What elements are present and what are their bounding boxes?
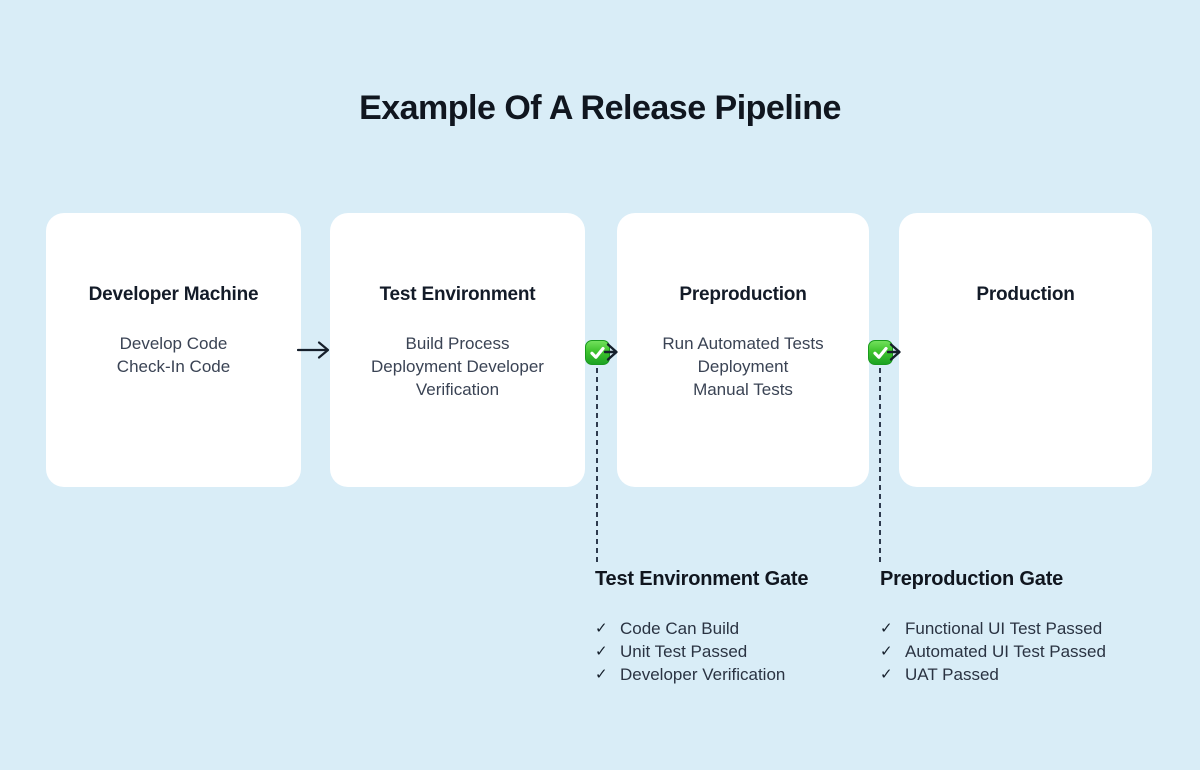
gate-check-item: ✓ Functional UI Test Passed (880, 617, 1106, 640)
stage-step: Run Automated Tests (662, 334, 824, 353)
stage-step: Manual Tests (693, 380, 793, 399)
stage-steps: Build Process Deployment Developer Verif… (330, 332, 585, 401)
check-icon (590, 346, 605, 359)
flow-arrowhead-icon (887, 343, 901, 361)
stage-step: Check-In Code (116, 357, 231, 376)
gate-checklist: ✓ Functional UI Test Passed ✓ Automated … (880, 617, 1106, 686)
stage-step: Deployment (697, 357, 789, 376)
stage-title: Production (976, 284, 1075, 305)
stage-card-production: Production (899, 213, 1152, 487)
gate-check-item: ✓ UAT Passed (880, 663, 1106, 686)
check-icon: ✓ (880, 642, 893, 660)
gate-check-label: Automated UI Test Passed (905, 642, 1106, 661)
stage-card-developer-machine: Developer Machine Develop Code Check-In … (46, 213, 301, 487)
gate-title: Preproduction Gate (880, 568, 1064, 590)
check-icon (873, 346, 888, 359)
dashed-connector-line (596, 368, 598, 563)
stage-title: Developer Machine (88, 284, 259, 305)
gate-check-item: ✓ Code Can Build (595, 617, 808, 640)
gate-check-label: UAT Passed (905, 665, 999, 684)
gate-check-item: ✓ Automated UI Test Passed (880, 640, 1106, 663)
check-icon: ✓ (880, 619, 893, 637)
gate-check-label: Developer Verification (620, 665, 786, 684)
flow-arrow-icon (297, 341, 330, 359)
check-icon: ✓ (595, 619, 608, 637)
stage-steps: Develop Code Check-In Code (46, 332, 301, 378)
flow-arrowhead-icon (604, 343, 618, 361)
stage-card-preproduction: Preproduction Run Automated Tests Deploy… (617, 213, 869, 487)
gate-title: Test Environment Gate (595, 568, 809, 590)
stage-title: Test Environment (379, 284, 536, 305)
dashed-connector-line (879, 368, 881, 563)
gate-check-label: Unit Test Passed (620, 642, 748, 661)
stage-card-test-environment: Test Environment Build Process Deploymen… (330, 213, 585, 487)
stage-title: Preproduction (679, 284, 807, 305)
stage-step: Deployment Developer (371, 357, 544, 376)
stage-step: Verification (415, 380, 500, 399)
check-icon: ✓ (880, 665, 893, 683)
gate-block-test-environment: Test Environment Gate ✓ Code Can Build ✓… (595, 566, 808, 686)
gate-check-item: ✓ Unit Test Passed (595, 640, 808, 663)
check-icon: ✓ (595, 665, 608, 683)
stage-step: Build Process (405, 334, 510, 353)
check-icon: ✓ (595, 642, 608, 660)
gate-check-label: Functional UI Test Passed (905, 619, 1103, 638)
stage-step: Develop Code (119, 334, 228, 353)
gate-checklist: ✓ Code Can Build ✓ Unit Test Passed ✓ De… (595, 617, 808, 686)
gate-block-preproduction: Preproduction Gate ✓ Functional UI Test … (880, 566, 1106, 686)
gate-check-item: ✓ Developer Verification (595, 663, 808, 686)
stage-steps: Run Automated Tests Deployment Manual Te… (617, 332, 869, 401)
gate-check-label: Code Can Build (620, 619, 740, 638)
page-title: Example Of A Release Pipeline (359, 89, 841, 127)
